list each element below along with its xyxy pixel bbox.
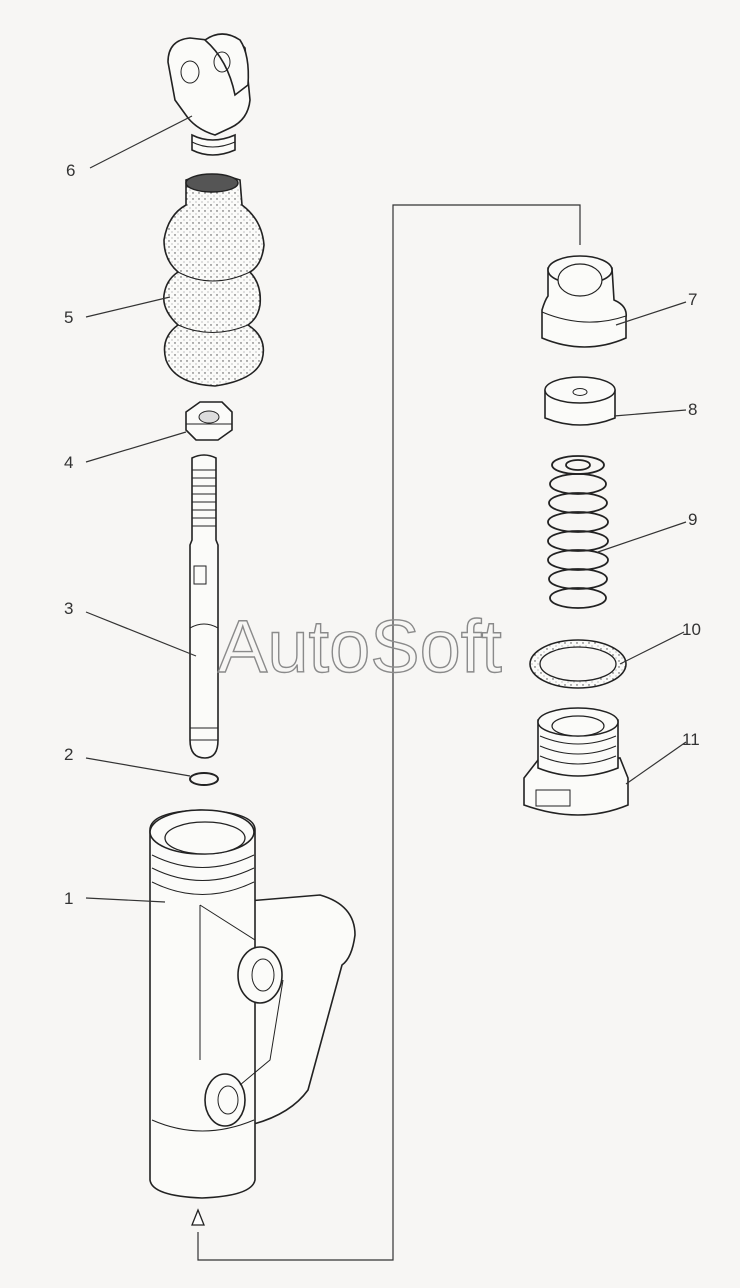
callout-3: 3 — [64, 599, 73, 618]
part-4-hex-nut — [185, 401, 233, 441]
callout-4: 4 — [64, 453, 73, 472]
part-8-washer — [544, 376, 616, 426]
part-9-spring — [547, 455, 609, 609]
part-3-push-rod — [189, 454, 219, 759]
part-11-threaded-plug — [523, 707, 629, 816]
callout-1: 1 — [64, 889, 73, 908]
part-10-seal-ring — [529, 639, 627, 689]
watermark-text: AutoSoft — [218, 605, 502, 688]
callout-11: 11 — [682, 730, 700, 749]
callout-9: 9 — [688, 510, 697, 529]
assembly-connector-line — [197, 204, 581, 1261]
part-5-rubber-boot — [162, 173, 265, 387]
callout-10: 10 — [682, 620, 701, 639]
callout-5: 5 — [64, 308, 73, 327]
part-1-cylinder-housing — [149, 809, 356, 1199]
part-7-bushing — [541, 255, 628, 348]
callout-7: 7 — [688, 290, 697, 309]
callout-2: 2 — [64, 745, 73, 764]
callout-6: 6 — [66, 161, 75, 180]
part-6-clevis — [167, 33, 251, 156]
part-2-retaining-ring — [189, 772, 219, 786]
assembly-arrow-icon — [191, 1208, 205, 1226]
callout-8: 8 — [688, 400, 697, 419]
